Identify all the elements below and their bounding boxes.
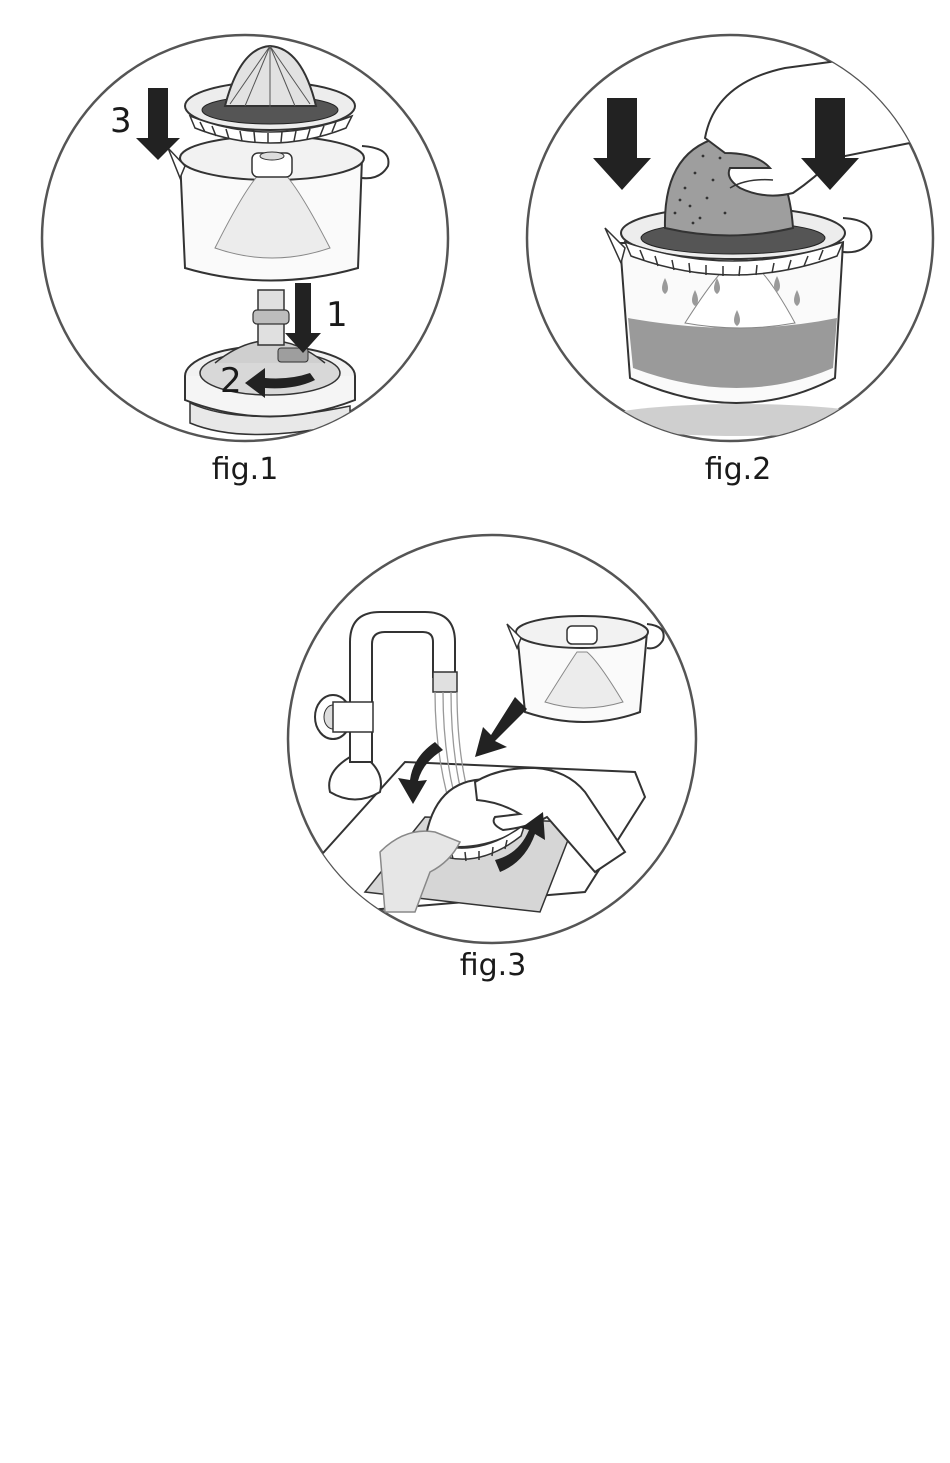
shadow [600, 404, 880, 436]
step-label-1: 1 [326, 295, 348, 335]
figure-2 [525, 28, 935, 448]
fig3-caption: fig.3 [423, 948, 563, 983]
juice-jug [168, 136, 388, 281]
fig2-caption: fig.2 [668, 452, 808, 487]
fig1-caption: fig.1 [175, 452, 315, 487]
fig3-illustration [285, 532, 700, 947]
step-label-2: 2 [220, 361, 242, 401]
fig2-illustration [525, 28, 935, 448]
fig1-illustration: 3 1 2 [40, 28, 450, 448]
figure-1: 3 1 2 [40, 28, 450, 448]
figure-3 [285, 532, 700, 947]
step-label-3: 3 [110, 101, 132, 141]
juice-jug [507, 616, 664, 722]
